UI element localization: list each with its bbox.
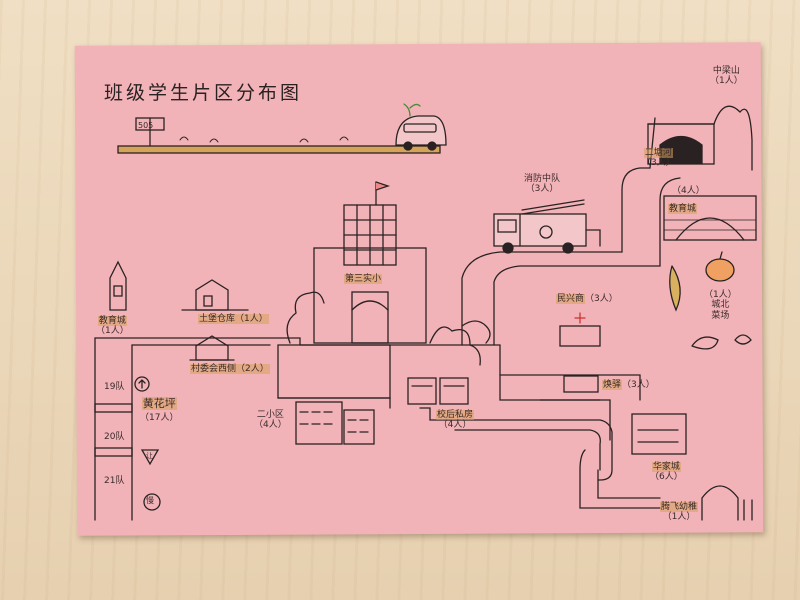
jiaoyucheng-top-name: 教育城 <box>668 204 698 214</box>
school-building <box>286 181 491 366</box>
left-tower-icon <box>109 260 127 311</box>
kindergarten-gate-icon <box>701 485 753 521</box>
team-21-label: 21队 <box>104 476 125 486</box>
school-name-label: 第三实小 <box>344 274 383 284</box>
huanji-label: 焕驿（3人） <box>602 380 655 390</box>
market-label: （1人） 城北 菜场 <box>704 290 737 321</box>
small-building-icon <box>563 375 599 393</box>
team-19-label: 19队 <box>104 382 125 392</box>
village-office-icon <box>189 335 235 361</box>
tubao-label: 土堡仓库（1人） <box>198 314 269 324</box>
slow-sign <box>143 493 161 511</box>
title-underline <box>117 145 441 154</box>
signpost-icon <box>135 117 165 151</box>
warehouse-icon <box>181 279 249 311</box>
right-apartments-icon <box>631 413 687 455</box>
team-20-label: 20队 <box>104 432 125 442</box>
huanghuaping-label: 黄花坪（17人） <box>140 397 179 423</box>
private-houses-icon <box>407 377 469 405</box>
yield-sign <box>140 449 160 466</box>
jiaoyucheng-left-label: 教育城（1人） <box>96 316 129 337</box>
apartments-icon <box>295 401 375 445</box>
map-title: 班级学生片区分布图 <box>104 82 303 104</box>
erxiaoqu-label: 二小区（4人） <box>254 410 287 431</box>
jiaoyucheng-top-count: （4人） <box>672 186 705 196</box>
signpost-label: 505 <box>138 121 154 130</box>
fire-station-label: 消防中队（3人） <box>524 174 561 195</box>
minsheng-label: 民兴商（3人） <box>556 294 618 304</box>
slow-sign-text: 慢 <box>146 496 154 505</box>
fire-truck-icon <box>493 199 601 254</box>
zhongliangshan-label: 中梁山（1人） <box>710 66 743 87</box>
village-office-label: 村委会西侧（2人） <box>190 364 270 374</box>
yield-sign-text: 让 <box>146 452 153 460</box>
vegetables-icon <box>669 251 752 350</box>
kindergarten-label: 腾飞幼稚（1人） <box>660 502 699 523</box>
bridge-icon <box>663 195 757 241</box>
ertanghe-label: 二塘河（3人） <box>642 148 675 169</box>
huajiacheng-label: 华家城（6人） <box>650 462 683 483</box>
up-arrow-sign <box>134 376 150 392</box>
bus-icon <box>395 103 447 151</box>
clinic-icon <box>559 312 601 347</box>
private-houses-label: 校后私房（4人） <box>436 410 475 431</box>
